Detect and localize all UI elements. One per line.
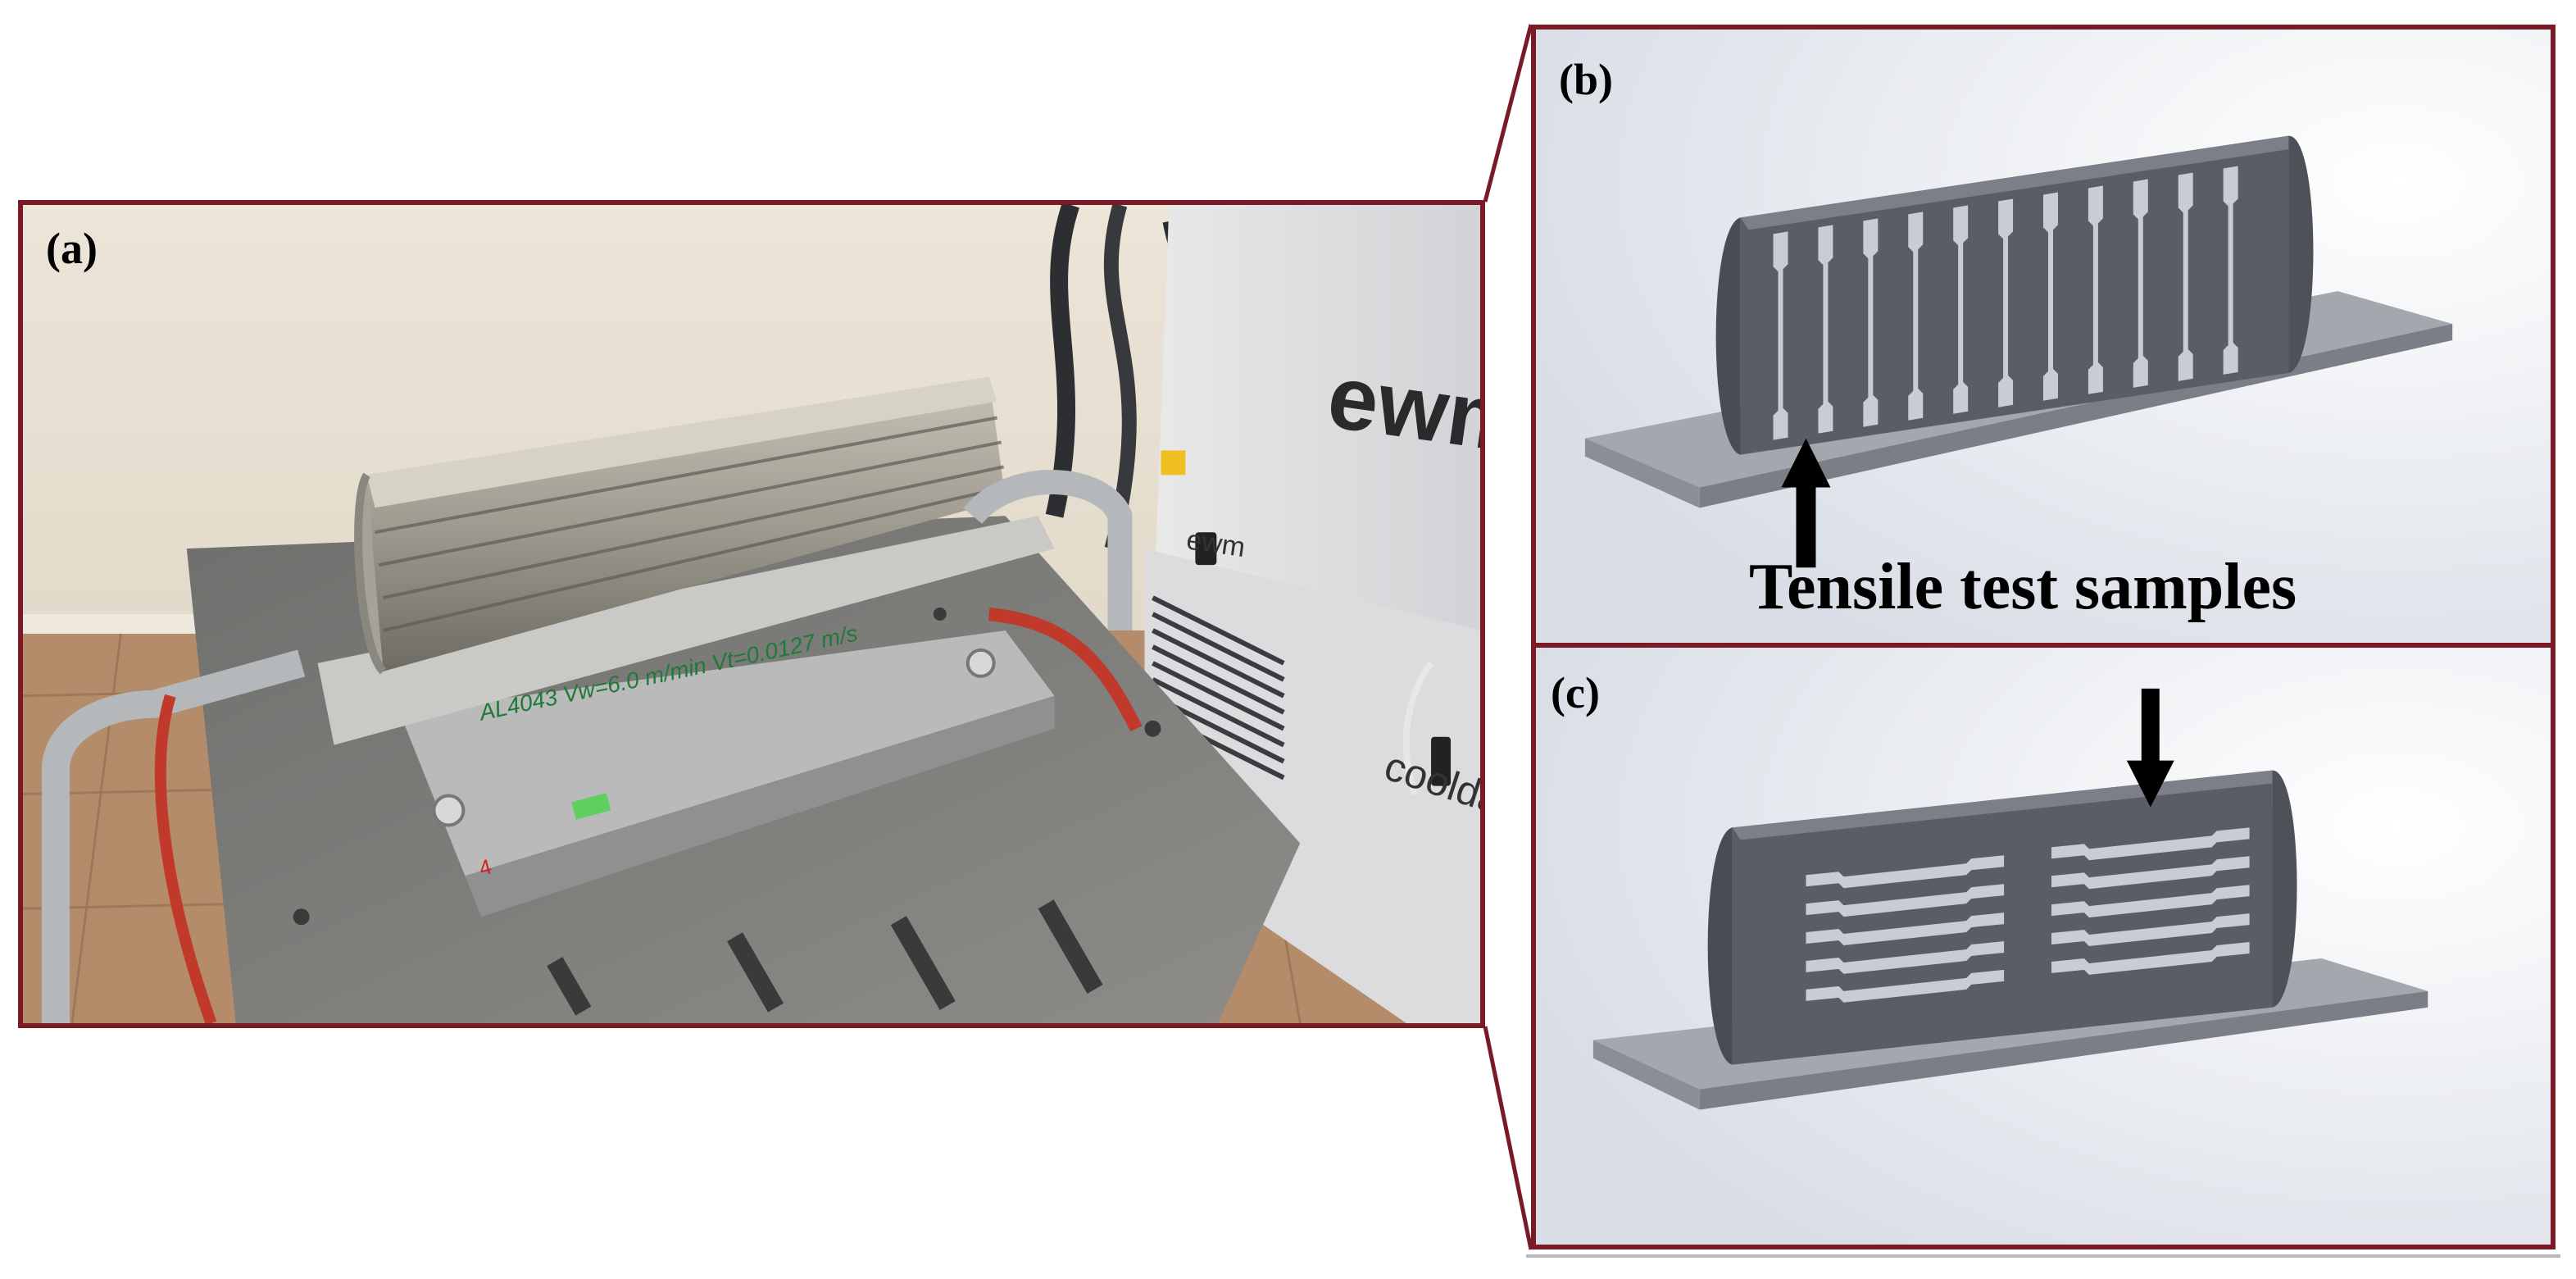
panel-a-photo: ewm ewm coolda 4 AL4043 Vw=6.0 m/min Vt=… [18,200,1485,1028]
photo-illustration: ewm ewm coolda 4 AL4043 Vw=6.0 m/min Vt=… [23,205,1480,1023]
panel-b-cad-model: (b) Tensile test samples [1531,25,2556,648]
panel-b-label: (b) [1559,55,1613,104]
table-slots [253,608,1161,1016]
tensile-samples-caption: Tensile test samples [1749,551,2297,623]
cad-horizontal-samples [1536,648,2551,1245]
bottom-rule [1526,1254,2560,1258]
arrow-down-icon [2126,688,2174,808]
sample-slots [1773,166,2238,440]
panel-a-label: (a) [46,224,98,273]
arrow-up-icon [1781,438,1831,568]
panel-c-label: (c) [1551,668,1600,717]
sample-slots [1806,827,2250,1003]
cad-vertical-samples [1536,30,2551,643]
plate-marking: 4 [477,855,494,881]
panel-c-cad-model: (c) [1531,643,2556,1249]
